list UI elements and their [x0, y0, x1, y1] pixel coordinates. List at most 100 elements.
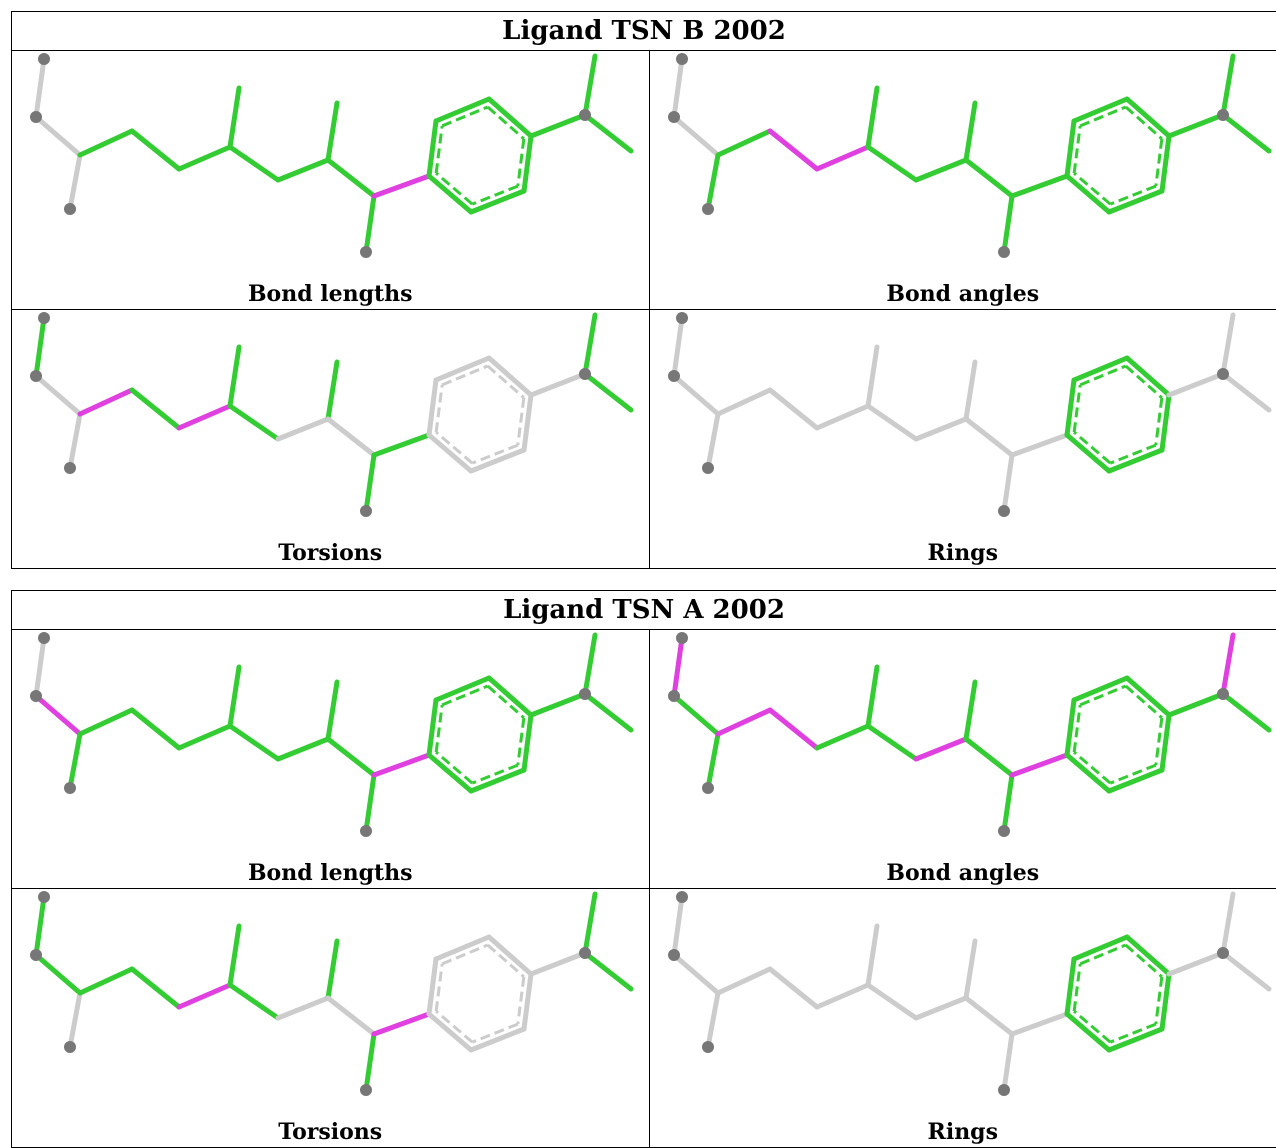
aromatic-bond — [518, 718, 524, 765]
panel-caption: Torsions — [12, 540, 649, 566]
bond — [1223, 56, 1233, 115]
bond — [179, 985, 230, 1007]
aromatic-bond — [1155, 139, 1161, 186]
bond — [1223, 635, 1233, 694]
bond — [1067, 435, 1109, 471]
bond — [366, 775, 374, 831]
bond — [718, 710, 770, 734]
atom — [579, 947, 591, 959]
bond — [489, 358, 531, 395]
bond — [1169, 694, 1223, 715]
bond — [1162, 395, 1169, 450]
aromatic-bond — [1074, 385, 1080, 432]
panel-caption: Bond angles — [650, 281, 1276, 307]
bond — [374, 435, 429, 455]
bond — [585, 56, 595, 115]
bond — [36, 955, 80, 993]
bond — [1169, 953, 1223, 974]
bond — [718, 390, 770, 414]
aromatic-bond — [1074, 126, 1080, 173]
aromatic-bond — [436, 126, 442, 173]
table-tsn-b: Ligand TSN B 2002 Bond lengths Bond angl… — [11, 11, 1276, 569]
atom — [30, 690, 42, 702]
bond — [531, 115, 585, 136]
bond — [230, 985, 278, 1018]
atom — [1217, 947, 1229, 959]
bond — [1067, 1014, 1109, 1050]
bond — [1067, 176, 1109, 212]
molecule-diagram — [12, 51, 649, 309]
atom — [676, 632, 688, 644]
bond — [708, 734, 718, 788]
bond — [230, 726, 278, 759]
aromatic-bond — [436, 705, 442, 752]
bond — [718, 969, 770, 993]
bond — [36, 696, 80, 734]
atom — [702, 203, 714, 215]
bond — [489, 678, 531, 715]
bond — [328, 419, 374, 455]
bond — [531, 694, 585, 715]
bond — [868, 406, 916, 439]
panel-torsions: Torsions — [12, 310, 649, 568]
bond — [585, 894, 595, 953]
bond — [1067, 959, 1074, 1014]
atom — [579, 688, 591, 700]
atom — [998, 1084, 1010, 1096]
aromatic-bond — [1155, 977, 1161, 1024]
bond — [674, 117, 718, 155]
bond — [230, 88, 239, 147]
bond — [1127, 678, 1169, 715]
bond — [1127, 99, 1169, 136]
aromatic-bond — [518, 398, 524, 445]
bond — [132, 131, 179, 169]
bond — [179, 147, 230, 169]
bond — [429, 121, 436, 176]
atom — [64, 203, 76, 215]
atom — [360, 1084, 372, 1096]
aromatic-bond — [518, 139, 524, 186]
atom — [360, 505, 372, 517]
aromatic-bond — [1155, 718, 1161, 765]
atom — [360, 246, 372, 258]
bond — [1223, 953, 1269, 989]
table-title: Ligand TSN B 2002 — [12, 12, 1276, 51]
bond — [366, 196, 374, 252]
bond — [489, 99, 531, 136]
bond — [1012, 176, 1067, 196]
bond — [80, 390, 132, 414]
bond — [916, 998, 966, 1018]
bond — [770, 710, 817, 748]
atom — [30, 949, 42, 961]
bond — [1004, 455, 1012, 511]
atom — [668, 370, 680, 382]
bond — [132, 969, 179, 1007]
panel-caption: Torsions — [12, 1119, 649, 1145]
atom — [30, 111, 42, 123]
bond — [230, 347, 239, 406]
bond — [524, 136, 531, 191]
bond — [328, 941, 337, 998]
table-title: Ligand TSN A 2002 — [12, 591, 1276, 630]
bond — [328, 682, 337, 739]
bond — [36, 897, 44, 955]
bond — [674, 696, 718, 734]
aromatic-bond — [518, 977, 524, 1024]
bond — [1162, 974, 1169, 1029]
bond — [429, 959, 436, 1014]
bond — [328, 160, 374, 196]
bond — [278, 998, 328, 1018]
atom — [1217, 688, 1229, 700]
molecule-diagram — [12, 889, 649, 1147]
bond — [868, 985, 916, 1018]
bond — [1067, 121, 1074, 176]
bond — [674, 59, 682, 117]
panel-row: Bond lengths Bond angles — [12, 51, 1276, 310]
bond — [966, 682, 975, 739]
panel-rings: Rings — [649, 310, 1276, 568]
panel-caption: Rings — [650, 540, 1276, 566]
panel-bond-angles: Bond angles — [649, 51, 1276, 309]
bond — [429, 700, 436, 755]
bond — [429, 1014, 471, 1050]
bond — [132, 710, 179, 748]
